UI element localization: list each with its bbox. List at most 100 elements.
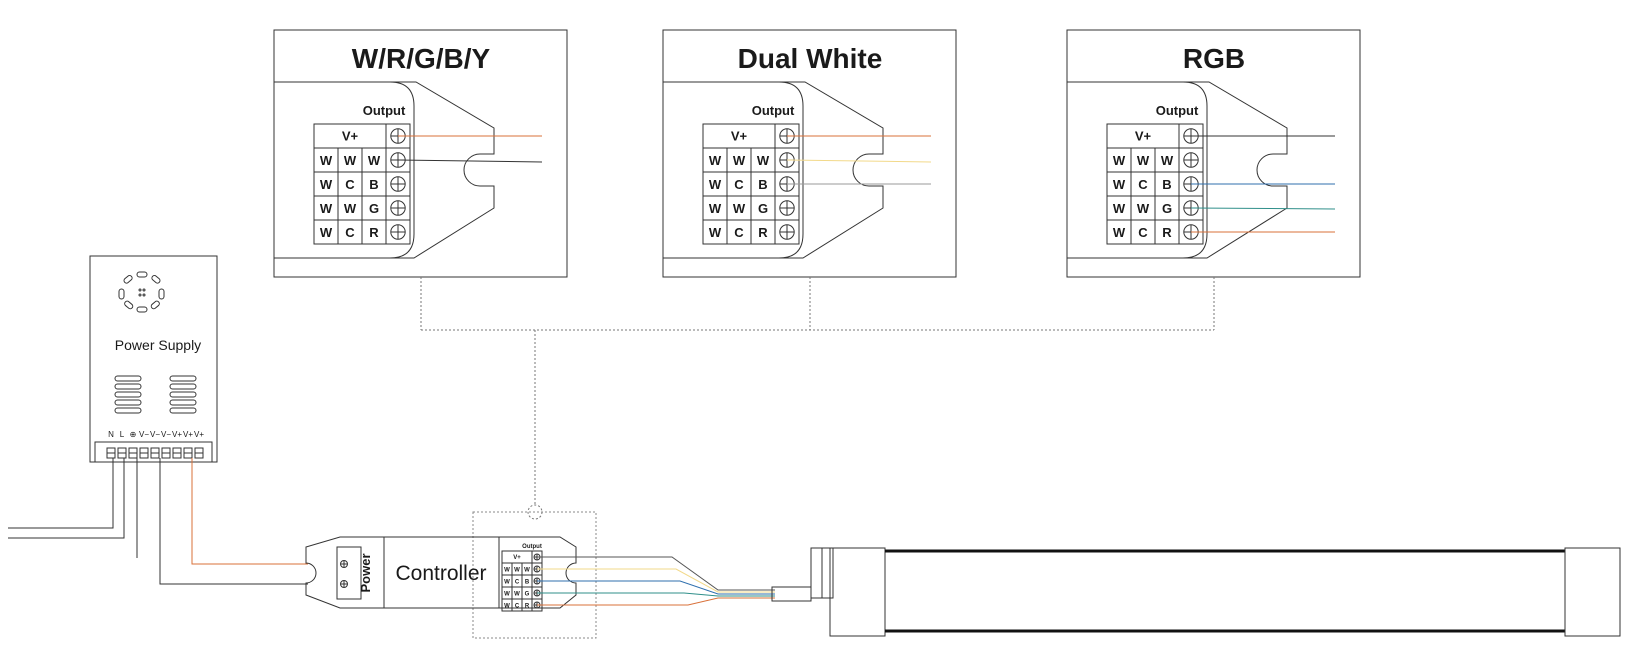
terminal-letter: W <box>1113 177 1126 192</box>
terminal-label: L <box>120 430 125 439</box>
terminal-letter: R <box>758 225 768 240</box>
terminal-letter: B <box>369 177 378 192</box>
panel-link-dotted-lines <box>420 277 1215 505</box>
terminal-letter: W <box>504 603 510 609</box>
terminal-label: V− <box>161 430 171 439</box>
terminal-letter: C <box>515 579 520 585</box>
terminal-letter: W <box>1137 201 1150 216</box>
terminal-letter: W <box>733 201 746 216</box>
screw-terminal-icon <box>779 224 795 240</box>
terminal-letter: C <box>1138 225 1148 240</box>
terminal-letter: G <box>369 201 379 216</box>
screw-terminal-icon <box>1183 152 1199 168</box>
terminal-letter: W <box>709 153 722 168</box>
controller-output-wire <box>537 580 775 595</box>
output-wire <box>786 159 932 163</box>
terminal-letter: W <box>1137 153 1150 168</box>
cable-sleeve <box>771 586 812 602</box>
terminal-letter: G <box>525 591 530 597</box>
terminal-letter: W <box>320 153 333 168</box>
terminal-letter: C <box>734 177 744 192</box>
terminal-letter: C <box>1138 177 1148 192</box>
terminal-block <box>94 441 213 463</box>
vplus-label: V+ <box>342 128 359 143</box>
terminal-letter: W <box>320 225 333 240</box>
terminal-letter: W <box>1113 153 1126 168</box>
terminal-letter: B <box>758 177 767 192</box>
output-connector-outline <box>663 81 884 259</box>
zoom-region-box <box>472 511 597 639</box>
terminal-letter: W <box>504 591 510 597</box>
terminal-letter: R <box>369 225 379 240</box>
vent-slots <box>114 375 197 414</box>
terminal-letter: W <box>514 591 520 597</box>
output-connector-outline <box>274 81 495 259</box>
controller-output-wires <box>537 556 775 606</box>
terminal-letter: W <box>368 153 381 168</box>
output-label: Output <box>752 103 795 118</box>
mains-wires <box>8 458 138 558</box>
terminal-letter: W <box>757 153 770 168</box>
controller-output-wire <box>537 556 775 591</box>
terminal-letter: W <box>320 201 333 216</box>
v-minus-wire <box>159 458 308 585</box>
terminal-letter: W <box>1113 201 1126 216</box>
terminal-letter: W <box>514 567 520 573</box>
terminal-label: V+ <box>194 430 204 439</box>
screw-terminal-icon <box>390 224 406 240</box>
vplus-label: V+ <box>731 128 748 143</box>
fan-icon <box>118 271 165 313</box>
power-terminal-icons <box>340 560 348 588</box>
terminal-letter: C <box>734 225 744 240</box>
power-connector <box>336 546 362 600</box>
terminal-letter: W <box>733 153 746 168</box>
terminal-letter: B <box>525 579 530 585</box>
power-label: Power <box>358 553 373 592</box>
output-connector-outline <box>1067 81 1288 259</box>
controller-output-label: Output <box>522 544 542 550</box>
controller-output-wire <box>537 592 775 597</box>
terminal-letter: R <box>1162 225 1172 240</box>
terminal-letter: W <box>524 567 530 573</box>
terminal-label: ⊕ <box>130 430 137 439</box>
output-label: Output <box>1156 103 1199 118</box>
vplus-label: V+ <box>513 555 521 561</box>
terminal-letter: W <box>344 201 357 216</box>
controller-housing <box>305 536 577 609</box>
output-wire <box>397 159 543 163</box>
output-label: Output <box>363 103 406 118</box>
controller-output-wire <box>537 568 775 593</box>
terminal-label: V− <box>150 430 160 439</box>
terminal-label: V− <box>139 430 149 439</box>
terminal-letter: C <box>345 225 355 240</box>
terminal-letter: G <box>758 201 768 216</box>
panel-title: RGB <box>1183 43 1245 74</box>
terminal-label: N <box>108 430 114 439</box>
terminal-letter: W <box>1161 153 1174 168</box>
screw-terminal-icon <box>390 176 406 192</box>
terminal-letter: G <box>1162 201 1172 216</box>
output-wire <box>1190 207 1336 210</box>
end-cap-left <box>829 547 886 637</box>
terminal-letter: C <box>515 603 520 609</box>
terminal-letter: W <box>1113 225 1126 240</box>
terminal-label: V+ <box>172 430 182 439</box>
power-supply-label: Power Supply <box>115 337 201 353</box>
terminal-letter: W <box>709 225 722 240</box>
v-plus-wire <box>191 458 308 565</box>
terminal-letter: B <box>1162 177 1171 192</box>
controller-output-wire <box>537 597 775 606</box>
screw-terminal-icon <box>390 200 406 216</box>
terminal-letter: W <box>709 201 722 216</box>
terminal-letter: W <box>344 153 357 168</box>
terminal-label: V+ <box>183 430 193 439</box>
